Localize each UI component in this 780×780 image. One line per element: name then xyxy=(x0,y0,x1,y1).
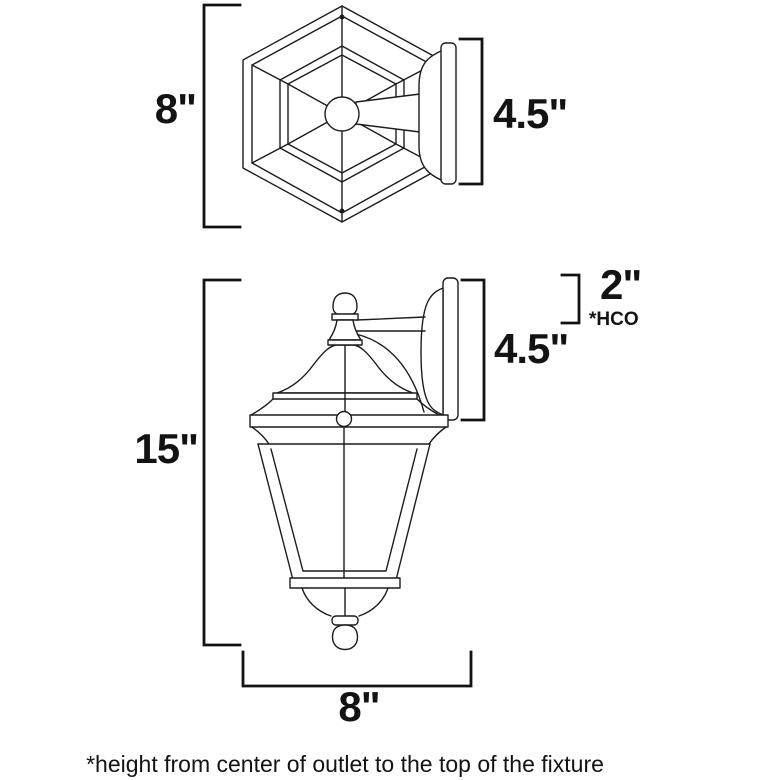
hco-bracket xyxy=(560,273,581,325)
side-view-backplate-label: 4.5" xyxy=(494,325,569,372)
hco-height-label: 2" xyxy=(600,261,642,308)
top-view-drawing xyxy=(242,5,457,223)
side-view-width-bracket xyxy=(241,650,473,688)
top-view-height-label: 8" xyxy=(154,85,197,132)
side-view-height-bracket xyxy=(202,278,242,647)
top-view-backplate-label: 4.5" xyxy=(493,90,568,137)
side-view-backplate-bracket xyxy=(460,278,486,422)
hco-footnote: *height from center of outlet to the top… xyxy=(86,751,604,777)
side-view-height-label: 15" xyxy=(134,425,199,472)
dimension-brackets xyxy=(202,3,581,688)
top-view-backplate-bracket xyxy=(458,37,484,186)
side-view-width-label: 8" xyxy=(338,683,380,730)
hco-abbreviation-label: *HCO xyxy=(589,309,639,330)
side-view-drawing xyxy=(249,277,459,651)
top-view-height-bracket xyxy=(202,3,242,229)
